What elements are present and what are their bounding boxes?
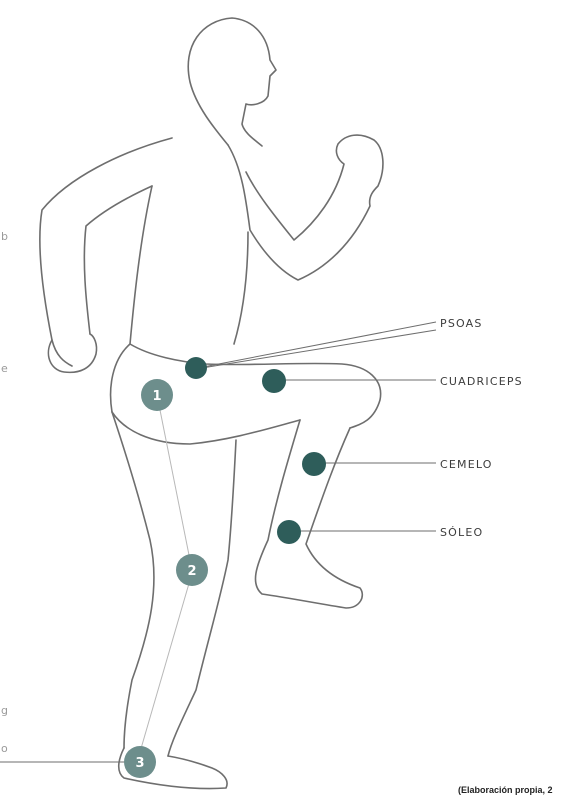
- edge-fragment-c: g: [1, 704, 8, 717]
- label-psoas: PSOAS: [440, 317, 483, 330]
- label-cuadriceps: CUADRICEPS: [440, 375, 523, 388]
- soleo-dot: [277, 520, 301, 544]
- edge-fragments: b e g o: [1, 230, 8, 755]
- label-soleo: SÓLEO: [440, 526, 483, 539]
- step-1-number: 1: [152, 389, 161, 404]
- step-path-2-3: [140, 580, 190, 752]
- body-outline: [40, 18, 383, 789]
- leader-lines: [0, 322, 436, 762]
- muscle-dots: [185, 357, 326, 544]
- edge-fragment-b: e: [1, 362, 8, 375]
- step-3-number: 3: [135, 756, 144, 771]
- edge-fragment-a: b: [1, 230, 8, 243]
- cuadriceps-dot: [262, 369, 286, 393]
- cemelo-dot: [302, 452, 326, 476]
- psoas-dot: [185, 357, 207, 379]
- psoas-leader: [198, 322, 436, 368]
- figure-credit: (Elaboración propia, 2: [458, 785, 553, 795]
- step-path-1-2: [160, 410, 190, 560]
- label-cemelo: CEMELO: [440, 458, 493, 471]
- step-2-number: 2: [187, 564, 196, 579]
- edge-fragment-d: o: [1, 742, 8, 755]
- muscle-labels: PSOAS CUADRICEPS CEMELO SÓLEO: [440, 317, 523, 539]
